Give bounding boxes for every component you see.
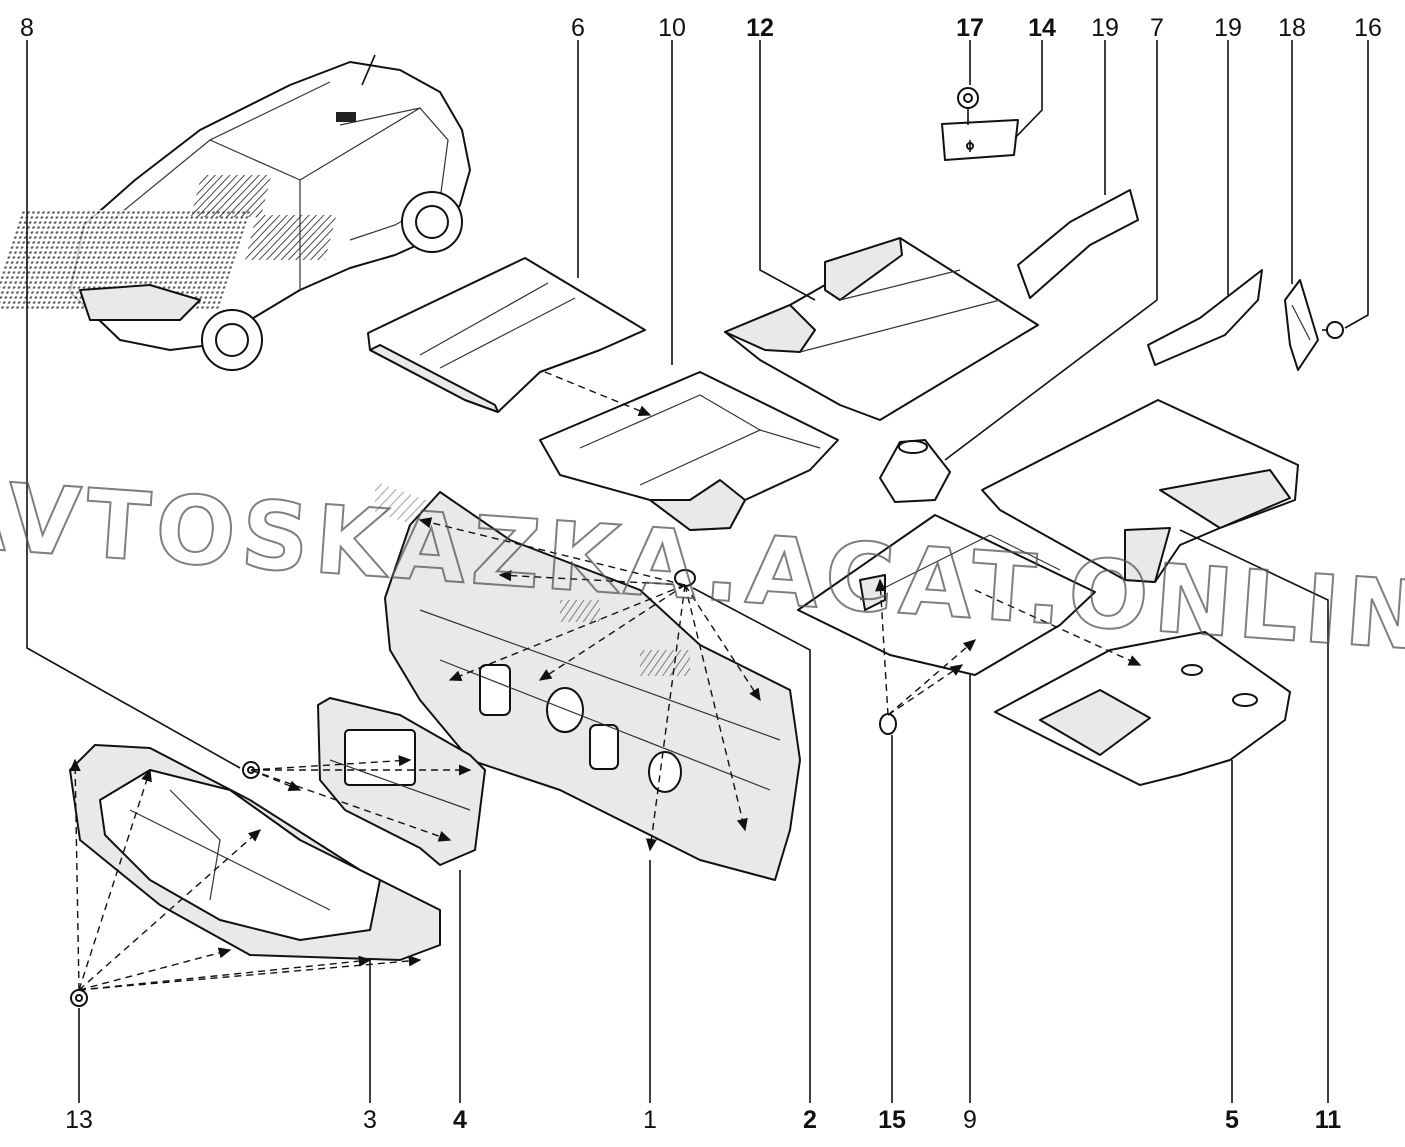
callout-14: 14 [1028, 14, 1056, 42]
part-19-strip-lower [1147, 269, 1263, 366]
callout-18: 18 [1278, 14, 1306, 42]
part-16-clip [1322, 321, 1344, 339]
callout-19-upper: 19 [1091, 14, 1119, 42]
callout-13: 13 [65, 1106, 93, 1134]
callout-11: 11 [1315, 1106, 1342, 1134]
part-11-rear-mat [981, 399, 1299, 583]
callout-7: 7 [1150, 14, 1164, 42]
callout-19-lower: 19 [1214, 14, 1242, 42]
part-18-plate [1284, 279, 1319, 371]
car-overview-illustration [0, 54, 471, 371]
callout-16: 16 [1354, 14, 1382, 42]
part-17-clip [957, 87, 979, 125]
callout-5: 5 [1225, 1106, 1239, 1134]
callout-1: 1 [643, 1106, 657, 1134]
callout-4: 4 [453, 1106, 467, 1134]
callout-2: 2 [803, 1106, 817, 1134]
part-7-boot [879, 439, 951, 503]
part-14-pad [941, 119, 1019, 161]
part-15-clip [879, 713, 897, 735]
callout-6: 6 [571, 14, 585, 42]
part-10-front-floor-panel [539, 371, 839, 531]
callout-10: 10 [658, 14, 686, 42]
part-19-strip-upper [1017, 189, 1139, 299]
callout-12: 12 [746, 14, 774, 42]
callout-15: 15 [878, 1106, 906, 1134]
callout-labels: 8 6 10 12 17 14 19 7 19 18 16 13 3 4 1 2… [20, 14, 1382, 1134]
part-13-clip [70, 989, 88, 1007]
callout-17: 17 [956, 14, 984, 42]
callout-8: 8 [20, 14, 34, 42]
part-3-hood-insulator [69, 744, 441, 961]
part-1-dash-insulator [384, 491, 801, 881]
callout-3: 3 [363, 1106, 377, 1134]
part-5-tunnel-insulator [994, 631, 1291, 786]
leader-lines [26, 40, 1369, 1103]
part-12-rear-floor-panel [724, 237, 1039, 421]
assembly-arrows [69, 371, 1142, 991]
callout-9: 9 [963, 1106, 977, 1134]
